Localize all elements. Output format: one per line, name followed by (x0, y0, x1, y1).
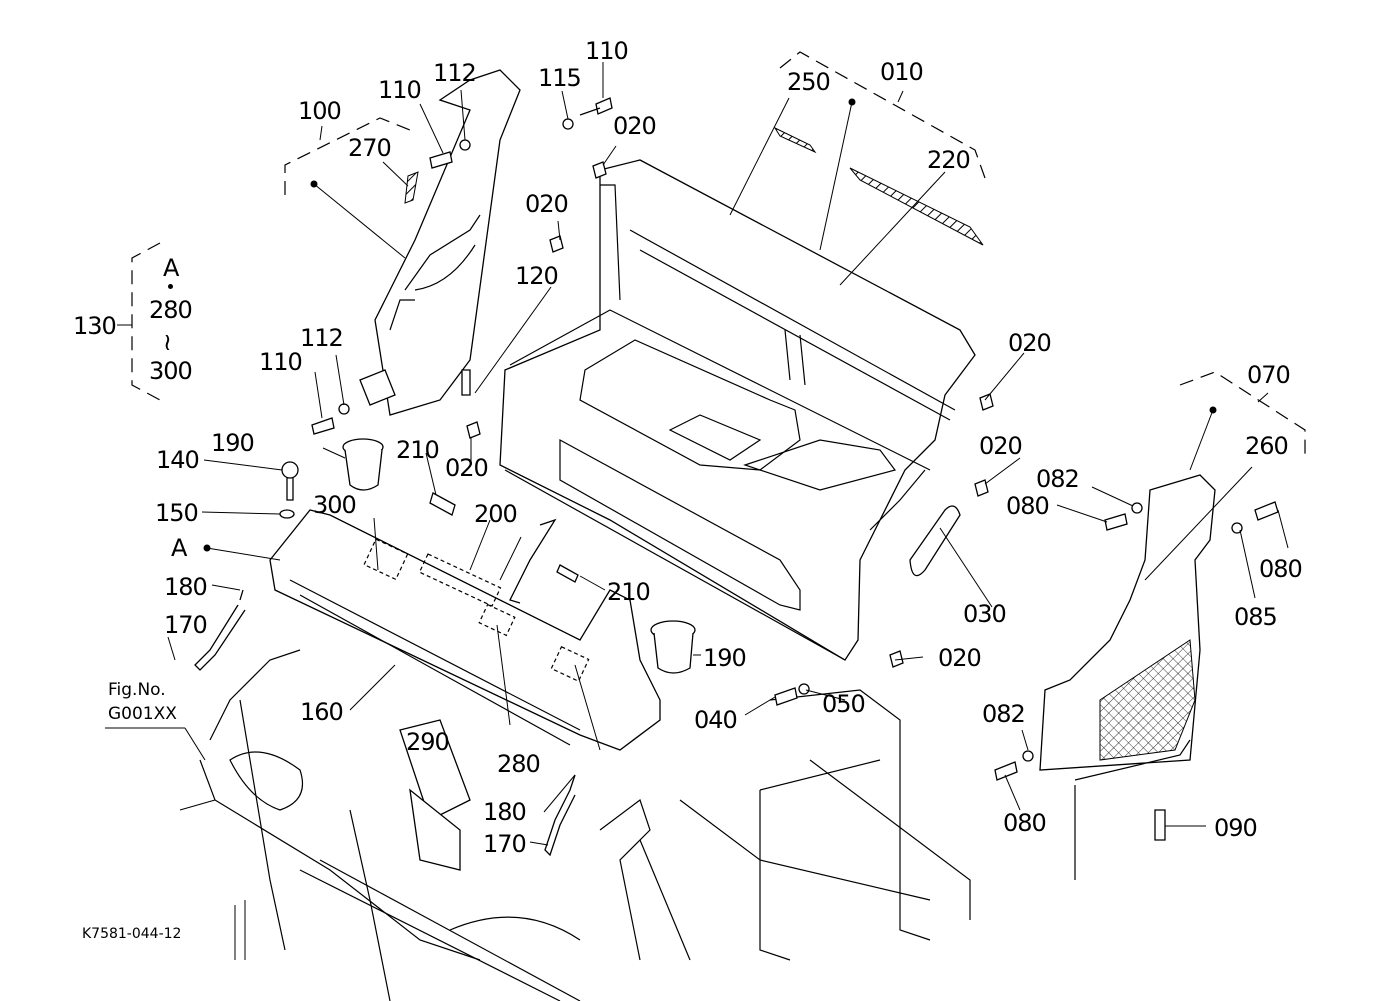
decal-220 (849, 167, 984, 246)
fig-ref-number: G001XX (108, 704, 177, 724)
group-130-280: 280 (149, 296, 193, 324)
callout-080-b: 080 (1259, 555, 1303, 583)
right-side-panel (1039, 474, 1216, 781)
callout-210-b: 210 (607, 578, 651, 606)
callout-210-a: 210 (396, 436, 440, 464)
cup-holder-190a (342, 438, 384, 491)
cup-holder-190b (650, 620, 696, 674)
callout-160: 160 (300, 698, 344, 726)
callout-050: 050 (822, 690, 866, 718)
callout-070: 070 (1247, 361, 1291, 389)
callout-140: 140 (156, 446, 200, 474)
callout-180-a: 180 (164, 573, 208, 601)
callout-170-b: 170 (483, 830, 527, 858)
callout-100: 100 (298, 97, 342, 125)
group-130-tilde: ≀ (163, 328, 172, 356)
callout-260: 260 (1245, 432, 1289, 460)
callout-040: 040 (694, 706, 738, 734)
callout-300: 300 (313, 491, 357, 519)
callout-170-a: 170 (164, 611, 208, 639)
drawing-reference-code: K7581-044-12 (82, 926, 182, 942)
callout-190-b: 190 (703, 644, 747, 672)
callout-A: A (171, 534, 187, 562)
bracket-070 (1179, 371, 1306, 458)
callout-110-a: 110 (378, 76, 422, 104)
callout-180-b: 180 (483, 798, 527, 826)
callout-020-a: 020 (613, 112, 657, 140)
group-130-dot (168, 284, 173, 289)
callout-220: 220 (927, 146, 971, 174)
callout-112-b: 112 (300, 324, 344, 352)
callout-080-c: 080 (1003, 809, 1047, 837)
callout-190-a: 190 (211, 429, 255, 457)
callout-020-b: 020 (525, 190, 569, 218)
callout-250: 250 (787, 68, 831, 96)
callout-110-c: 110 (259, 348, 303, 376)
dash-panel (269, 509, 661, 751)
callout-080-a: 080 (1006, 492, 1050, 520)
callout-115: 115 (538, 64, 582, 92)
callout-110-b: 110 (585, 37, 629, 65)
callout-085: 085 (1234, 603, 1278, 631)
hardware (194, 97, 1279, 857)
callout-120: 120 (515, 262, 559, 290)
group-130-300: 300 (149, 357, 193, 385)
decal-270 (404, 171, 419, 204)
callout-150: 150 (155, 499, 199, 527)
callout-082-b: 082 (982, 700, 1026, 728)
callout-090: 090 (1214, 814, 1258, 842)
callout-020-f: 020 (938, 644, 982, 672)
callout-082-a: 082 (1036, 465, 1080, 493)
callout-020-d: 020 (1008, 329, 1052, 357)
callout-130: 130 (73, 312, 117, 340)
callout-280: 280 (497, 750, 541, 778)
group-130-A: A (163, 254, 179, 282)
callout-200: 200 (474, 500, 518, 528)
leader-lines (105, 62, 1289, 846)
left-side-panel (359, 69, 521, 416)
bracket-010 (779, 51, 986, 179)
bracket-130 (131, 242, 161, 401)
callout-020-c: 020 (445, 454, 489, 482)
decal-250 (773, 126, 817, 154)
callout-112-a: 112 (433, 59, 477, 87)
grommet-030 (909, 505, 961, 577)
callout-290: 290 (406, 728, 450, 756)
frame (179, 649, 1076, 1001)
fig-ref-label: Fig.No. (108, 680, 166, 700)
cargo-bed (499, 159, 976, 661)
callout-020-e: 020 (979, 432, 1023, 460)
callout-010: 010 (880, 58, 924, 86)
callout-270: 270 (348, 134, 392, 162)
callout-030: 030 (963, 600, 1007, 628)
